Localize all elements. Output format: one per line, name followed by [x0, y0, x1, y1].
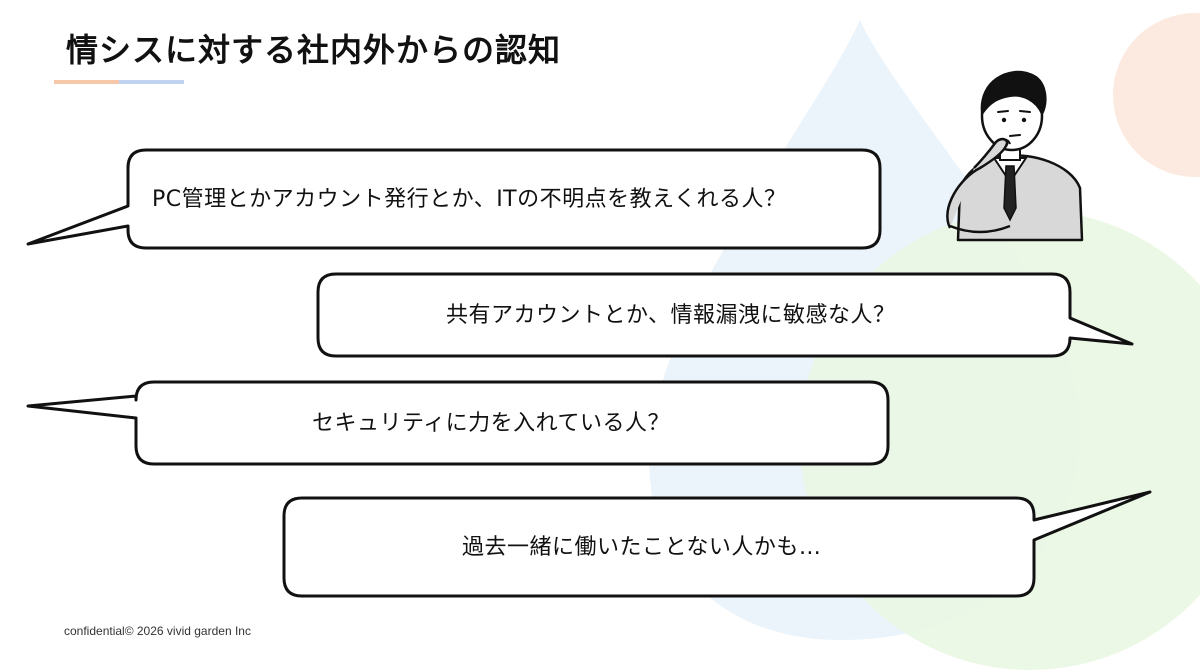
footer-copyright: confidential© 2026 vivid garden Inc	[64, 624, 251, 638]
bubble-4-text: 過去一緒に働いたことない人かも…	[462, 535, 822, 560]
thinking-businessman-icon	[946, 70, 1084, 242]
speech-bubble-4	[282, 490, 1152, 598]
underline-blue	[119, 80, 184, 84]
underline-orange	[54, 80, 119, 84]
speech-bubble-2	[316, 272, 1134, 358]
speech-bubble-1	[26, 148, 882, 250]
bubble-3-text: セキュリティに力を入れている人？	[312, 411, 671, 436]
speech-bubble-3	[26, 380, 890, 466]
title-underline	[54, 80, 184, 84]
peach-circle-decor	[1113, 13, 1200, 177]
bubble-2-text: 共有アカウントとか、情報漏洩に敏感な人？	[446, 303, 896, 328]
page-title: 情シスに対する社内外からの認知	[66, 31, 562, 69]
bubble-1-text: PC管理とかアカウント発行とか、ITの不明点を教えくれる人？	[152, 187, 787, 212]
